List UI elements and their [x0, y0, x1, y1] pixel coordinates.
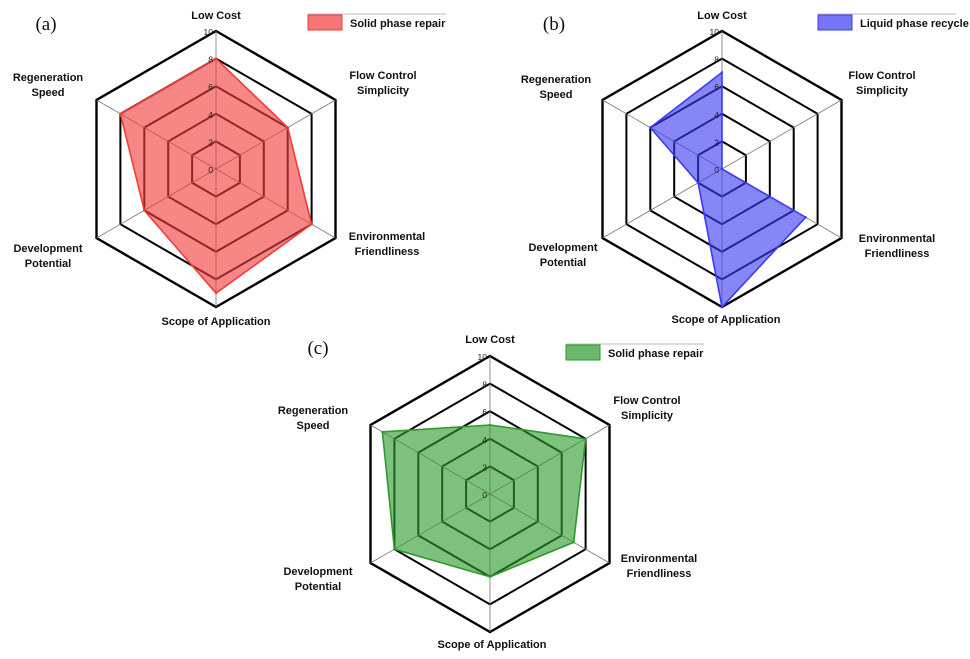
- panel-label: (b): [543, 14, 565, 35]
- panel-label: (a): [35, 14, 56, 35]
- data-point: [720, 71, 724, 74]
- tick-label: 4: [482, 435, 487, 445]
- tick-label: 2: [208, 137, 213, 147]
- legend: Liquid phase recycle: [817, 13, 969, 31]
- data-point: [214, 292, 218, 295]
- data-point: [649, 126, 652, 129]
- tick-label: 2: [482, 462, 487, 472]
- data-point: [214, 57, 218, 60]
- tick-label: 6: [714, 82, 719, 92]
- legend-label: Solid phase repair: [350, 18, 446, 30]
- series-area: [119, 57, 313, 295]
- data-point: [804, 216, 807, 219]
- legend: Solid phase repair: [307, 13, 446, 31]
- series-area: [381, 424, 587, 578]
- tick-label: 0: [482, 490, 487, 500]
- panel-label: (c): [307, 338, 328, 359]
- axis-label: Scope of Application: [672, 314, 781, 326]
- legend-swatch: [307, 14, 343, 31]
- data-point: [488, 423, 492, 427]
- legend-label: Solid phase repair: [608, 348, 704, 360]
- tick-label: 8: [482, 380, 487, 390]
- axis-label: Low Cost: [697, 10, 747, 22]
- axis-spoke: [721, 99, 842, 170]
- tick-label: 10: [478, 352, 488, 362]
- legend: Solid phase repair: [565, 343, 704, 361]
- tick-label: 8: [208, 55, 213, 65]
- legend-label: Liquid phase recycle: [860, 18, 969, 30]
- tick-label: 6: [208, 82, 213, 92]
- axis-label: Low Cost: [191, 10, 241, 22]
- tick-label: 4: [208, 110, 213, 120]
- data-point: [286, 126, 289, 129]
- legend-swatch: [565, 344, 601, 361]
- data-point: [720, 305, 724, 309]
- data-point: [381, 430, 384, 434]
- data-point: [696, 181, 700, 184]
- tick-label: 8: [714, 55, 719, 65]
- axis-label: Low Cost: [465, 334, 515, 346]
- data-point: [572, 541, 575, 544]
- data-point: [488, 575, 492, 578]
- tick-label: 10: [710, 27, 720, 37]
- tick-label: 6: [482, 407, 487, 417]
- data-point: [310, 223, 313, 226]
- legend-swatch: [817, 14, 853, 31]
- tick-label: 0: [714, 165, 719, 175]
- data-point: [393, 548, 396, 551]
- tick-label: 2: [714, 137, 719, 147]
- data-point: [584, 437, 587, 440]
- tick-label: 0: [208, 165, 213, 175]
- axis-label: Scope of Application: [438, 639, 547, 651]
- data-point: [119, 112, 122, 116]
- tick-label: 10: [204, 27, 214, 37]
- tick-label: 4: [714, 110, 719, 120]
- data-point: [720, 167, 724, 171]
- axis-label: Scope of Application: [162, 316, 271, 328]
- data-point: [143, 209, 146, 212]
